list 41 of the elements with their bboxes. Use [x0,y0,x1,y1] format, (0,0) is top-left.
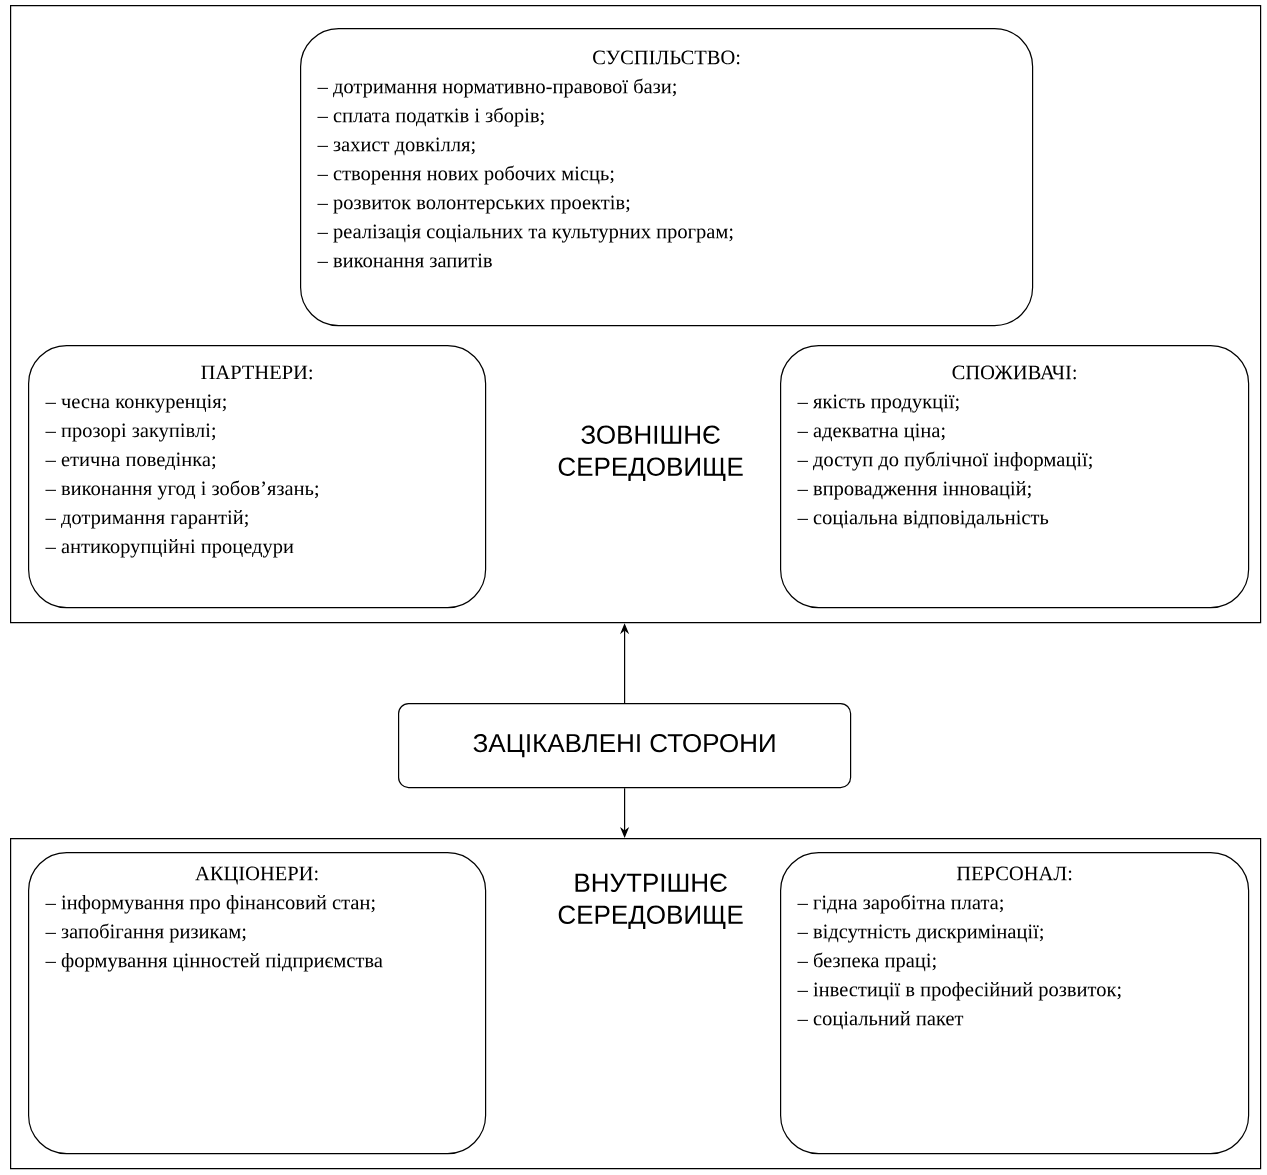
list-item: – захист довкілля; [317,137,475,156]
region-box [10,838,1262,1170]
box-heading: СУСПІЛЬСТВО: [593,50,740,65]
list-item: – дотримання нормативно-правової бази; [317,78,676,98]
list-item: – прозорі закупівлі; [45,423,215,442]
list-item: – інформування про фінансовий стан; [45,894,375,914]
box-heading: АКЦІОНЕРИ: [195,866,318,885]
list-item: – інвестиції в професійний розвиток; [797,981,1121,1001]
list-item: – запобігання ризикам; [45,923,246,943]
list-item: – гідна заробітна плата; [797,894,1003,914]
box-heading: ПЕРСОНАЛ: [956,866,1072,881]
list-item: – реалізація соціальних та культурних програм; [317,224,733,243]
region-label: ВНУТРІШНЄ СЕРЕДОВИЩЕ [558,873,743,929]
box-heading: ПАРТНЕРИ: [201,365,312,380]
list-item: – створення нових робочих місць; [317,165,614,185]
rounded-box [780,852,1250,1155]
list-item: – формування цінностей підприємства [45,952,383,972]
list-item: – чесна конкуренція; [45,394,226,413]
list-item: – доступ до публічної інформації; [797,451,1092,471]
list-item: – виконання угод і зобов’язань; [45,480,319,500]
region-label: ЗОВНІШНЄ СЕРЕДОВИЩЕ [558,425,743,481]
list-item: – соціальна відповідальність [797,510,1049,529]
rounded-box [28,852,487,1155]
list-item: – адекватна ціна; [797,423,945,442]
list-item: – соціальний пакет [797,1011,964,1030]
region-box [10,5,1262,624]
list-item: – етична поведінка; [45,452,216,471]
list-item: – розвиток волонтерських проектів; [317,195,630,214]
list-item: – сплата податків і зборів; [317,107,544,127]
list-item: – виконання запитів [317,253,492,268]
rounded-box [780,344,1250,609]
list-item: – впровадження інновацій; [797,481,1031,500]
list-item: – безпека праці; [797,952,936,972]
rounded-box [28,344,487,609]
rounded-box [300,27,1034,327]
list-item: – антикорупційні процедури [45,539,294,558]
list-item: – відсутність дискримінації; [797,924,1043,943]
stakeholder-box: ЗАЦІКАВЛЕНІ СТОРОНИ [398,703,852,789]
list-item: – якість продукції; [797,394,959,413]
box-heading: СПОЖИВАЧІ: [952,365,1076,380]
list-item: – дотримання гарантій; [45,510,248,529]
